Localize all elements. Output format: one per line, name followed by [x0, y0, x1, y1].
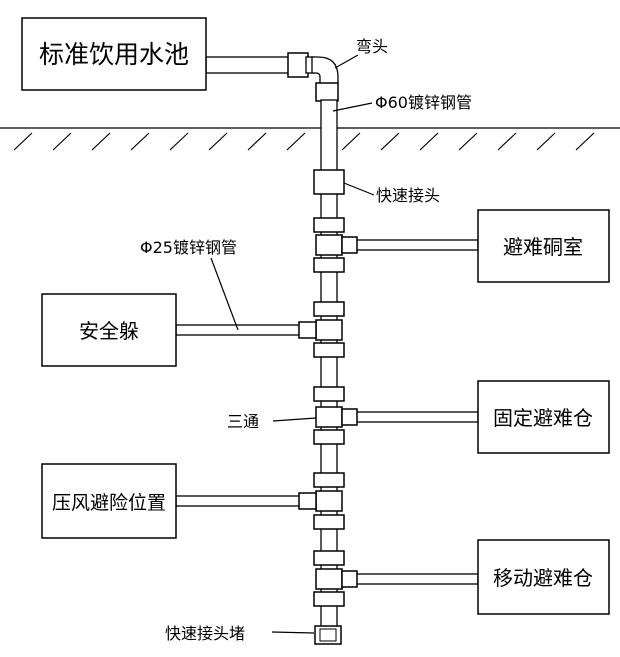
box-mobile-refuge: 移动避难仓: [477, 539, 610, 615]
leader-lines: [210, 54, 375, 634]
quick-joint: [313, 429, 345, 445]
label-pipe25: Φ25镀锌钢管: [140, 238, 237, 257]
box-compressed-air-label: 压风避险位置: [52, 492, 166, 514]
box-anquanduo-label: 安全躲: [79, 319, 139, 343]
quick-joint: [313, 472, 345, 488]
quick-joint: [313, 217, 345, 233]
top-pipe: [205, 52, 339, 102]
quick-joint: [313, 514, 345, 530]
quick-joint: [313, 591, 345, 607]
quick-joint: [313, 386, 345, 402]
quick-joint: [313, 169, 345, 195]
ground-hatching: [13, 132, 595, 151]
box-chamber-label: 避难硐室: [503, 235, 583, 259]
label-tee: 三通: [227, 412, 259, 431]
box-fixed-refuge-label: 固定避难仓: [493, 406, 593, 430]
quick-joint: [313, 550, 345, 566]
tee-fitting: [315, 319, 343, 341]
tee-fitting: [315, 234, 343, 256]
box-compressed-air: 压风避险位置: [41, 463, 177, 539]
box-mobile-refuge-label: 移动避难仓: [493, 566, 593, 590]
label-plug: 快速接头堵: [165, 624, 245, 643]
box-chamber: 避难硐室: [477, 209, 610, 283]
top-pipe-coupling: [287, 52, 309, 78]
quick-joint-plug-inner: [319, 628, 337, 642]
quick-joint: [313, 301, 345, 317]
quick-joint: [313, 342, 345, 358]
elbow-fitting: [311, 56, 339, 85]
ground: [0, 127, 620, 151]
box-fixed-refuge: 固定避难仓: [477, 380, 610, 454]
label-quick-joint: 快速接头: [376, 186, 440, 205]
tee-fitting: [315, 490, 343, 512]
box-pool: 标准饮用水池: [21, 17, 207, 91]
box-anquanduo: 安全躲: [41, 293, 177, 367]
main-pipe-joints: [313, 169, 345, 607]
box-pool-label: 标准饮用水池: [39, 40, 189, 69]
tee-fitting: [315, 568, 343, 590]
tee-fitting: [315, 406, 343, 428]
quick-joint: [313, 257, 345, 273]
label-elbow: 弯头: [356, 37, 388, 56]
quick-joint-plug: [314, 625, 342, 645]
elbow-coupling: [315, 82, 339, 102]
label-pipe60: Φ60镀锌钢管: [375, 93, 472, 112]
